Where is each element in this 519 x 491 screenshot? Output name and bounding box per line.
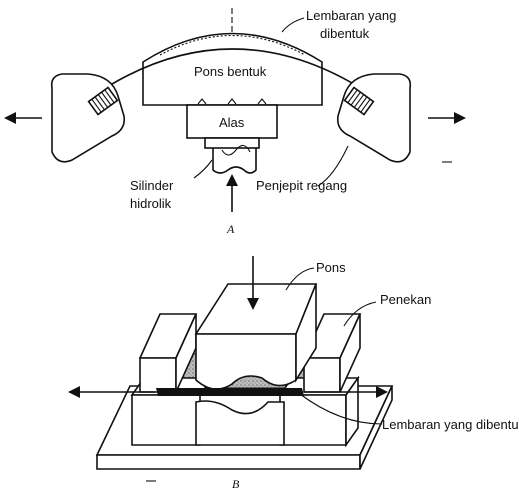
- diagram-a: Lembaran yang dibentuk Pons bentuk Alas …: [4, 8, 466, 236]
- formed-sheet: [89, 48, 377, 99]
- cylinder-leader: [193, 159, 213, 179]
- caption-b: B: [232, 477, 240, 491]
- pons-leader: [285, 267, 315, 291]
- sheet-label: Lembaran yang dibentuk: [306, 8, 400, 41]
- sheet-leader: [281, 17, 305, 33]
- upward-arrowhead: [226, 174, 238, 186]
- punch-label: Pons bentuk: [194, 64, 267, 79]
- caption-a: A: [226, 222, 235, 236]
- left-tension-arrowhead: [68, 386, 80, 398]
- right-pull-arrowhead: [454, 112, 466, 124]
- base-stem: [204, 137, 260, 149]
- punch-force-arrowhead: [247, 298, 259, 310]
- formed-sheet-shading: [159, 35, 306, 56]
- punch-top: [194, 283, 318, 335]
- hydraulic-rod-curve: [221, 144, 251, 156]
- right-clamp-jaw: [336, 73, 412, 163]
- punch-marker-mid: [227, 98, 237, 105]
- cylinder-label-line1: Silinder: [130, 178, 174, 193]
- sheet-b-leader: [299, 393, 383, 425]
- clamp-label: Penjepit regang: [256, 178, 347, 193]
- punch-side: [295, 283, 317, 383]
- sheet-b-label: Lembaran yang dibentu: [382, 417, 519, 432]
- presser-leader: [343, 301, 377, 327]
- base-plate-side: [359, 385, 393, 470]
- left-clamp-grip: [87, 86, 119, 116]
- sheet-label-line2: dibentuk: [320, 26, 370, 41]
- left-pull-arrowhead: [4, 112, 16, 124]
- left-die-front: [131, 394, 201, 446]
- right-tension-arrowhead: [376, 386, 388, 398]
- right-presser-side: [339, 313, 361, 393]
- cylinder-label: Silinder hidrolik: [130, 178, 177, 211]
- right-clamp-grip: [343, 86, 375, 116]
- clamp-leader: [317, 145, 349, 187]
- presser-label: Penekan: [380, 292, 431, 307]
- left-presser-front: [139, 357, 177, 393]
- pons-label: Pons: [316, 260, 346, 275]
- punch-marker-left: [197, 98, 207, 105]
- sheet-strip: [156, 388, 304, 396]
- sheet-label-line1: Lembaran yang: [306, 8, 396, 23]
- base-block: [186, 104, 278, 139]
- right-presser-front: [303, 357, 341, 393]
- right-die-side: [345, 375, 359, 448]
- forming-punch: [142, 32, 323, 106]
- diagram-b: Pons Penekan Lembaran yang dibentu B: [68, 256, 519, 491]
- hydraulic-cylinder: [212, 148, 257, 174]
- center-die-front: [195, 400, 285, 446]
- base-label: Alas: [219, 115, 245, 130]
- cylinder-label-line2: hidrolik: [130, 196, 172, 211]
- punch-marker-right: [257, 98, 267, 105]
- left-clamp-jaw: [50, 73, 126, 163]
- base-plate-front: [96, 454, 361, 470]
